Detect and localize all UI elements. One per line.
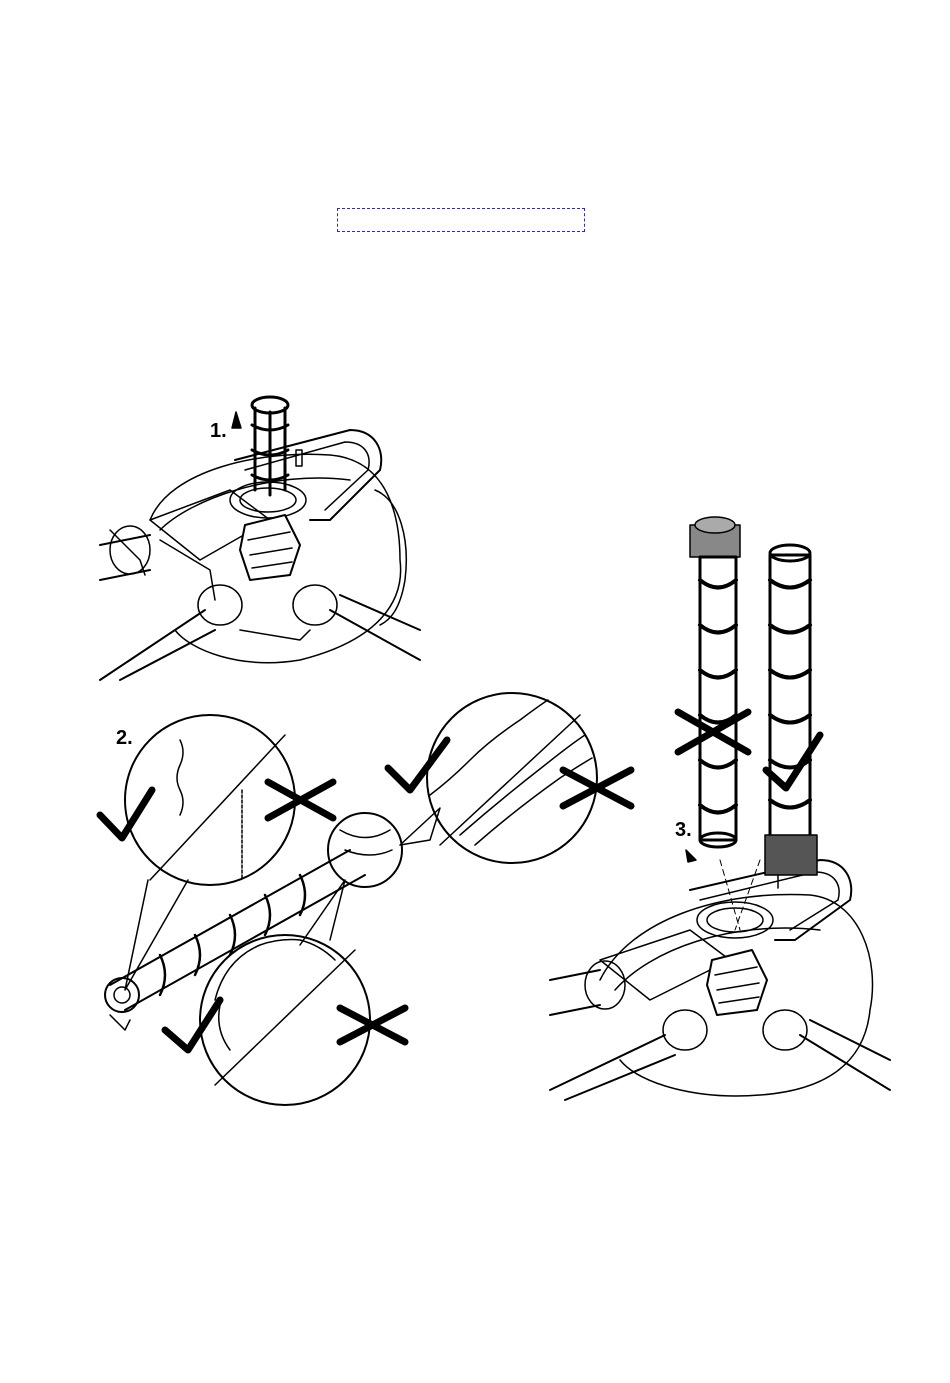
standpipe-detail-step2 — [100, 693, 631, 1105]
step-3-label: 3. — [675, 819, 692, 842]
cross-mark-icon — [340, 1008, 405, 1042]
step-1-label: 1. — [210, 420, 227, 443]
cross-mark-icon — [268, 782, 333, 818]
check-mark-icon — [165, 1000, 220, 1050]
correct-standpipe — [765, 545, 817, 888]
down-arrow-icon — [686, 850, 696, 862]
filter-valve-step1 — [100, 397, 420, 680]
step-2-label: 2. — [116, 727, 133, 750]
up-arrow-icon — [232, 412, 241, 428]
check-mark-icon — [388, 740, 447, 790]
wrong-standpipe — [690, 517, 740, 847]
filter-valve-step3 — [550, 517, 890, 1100]
